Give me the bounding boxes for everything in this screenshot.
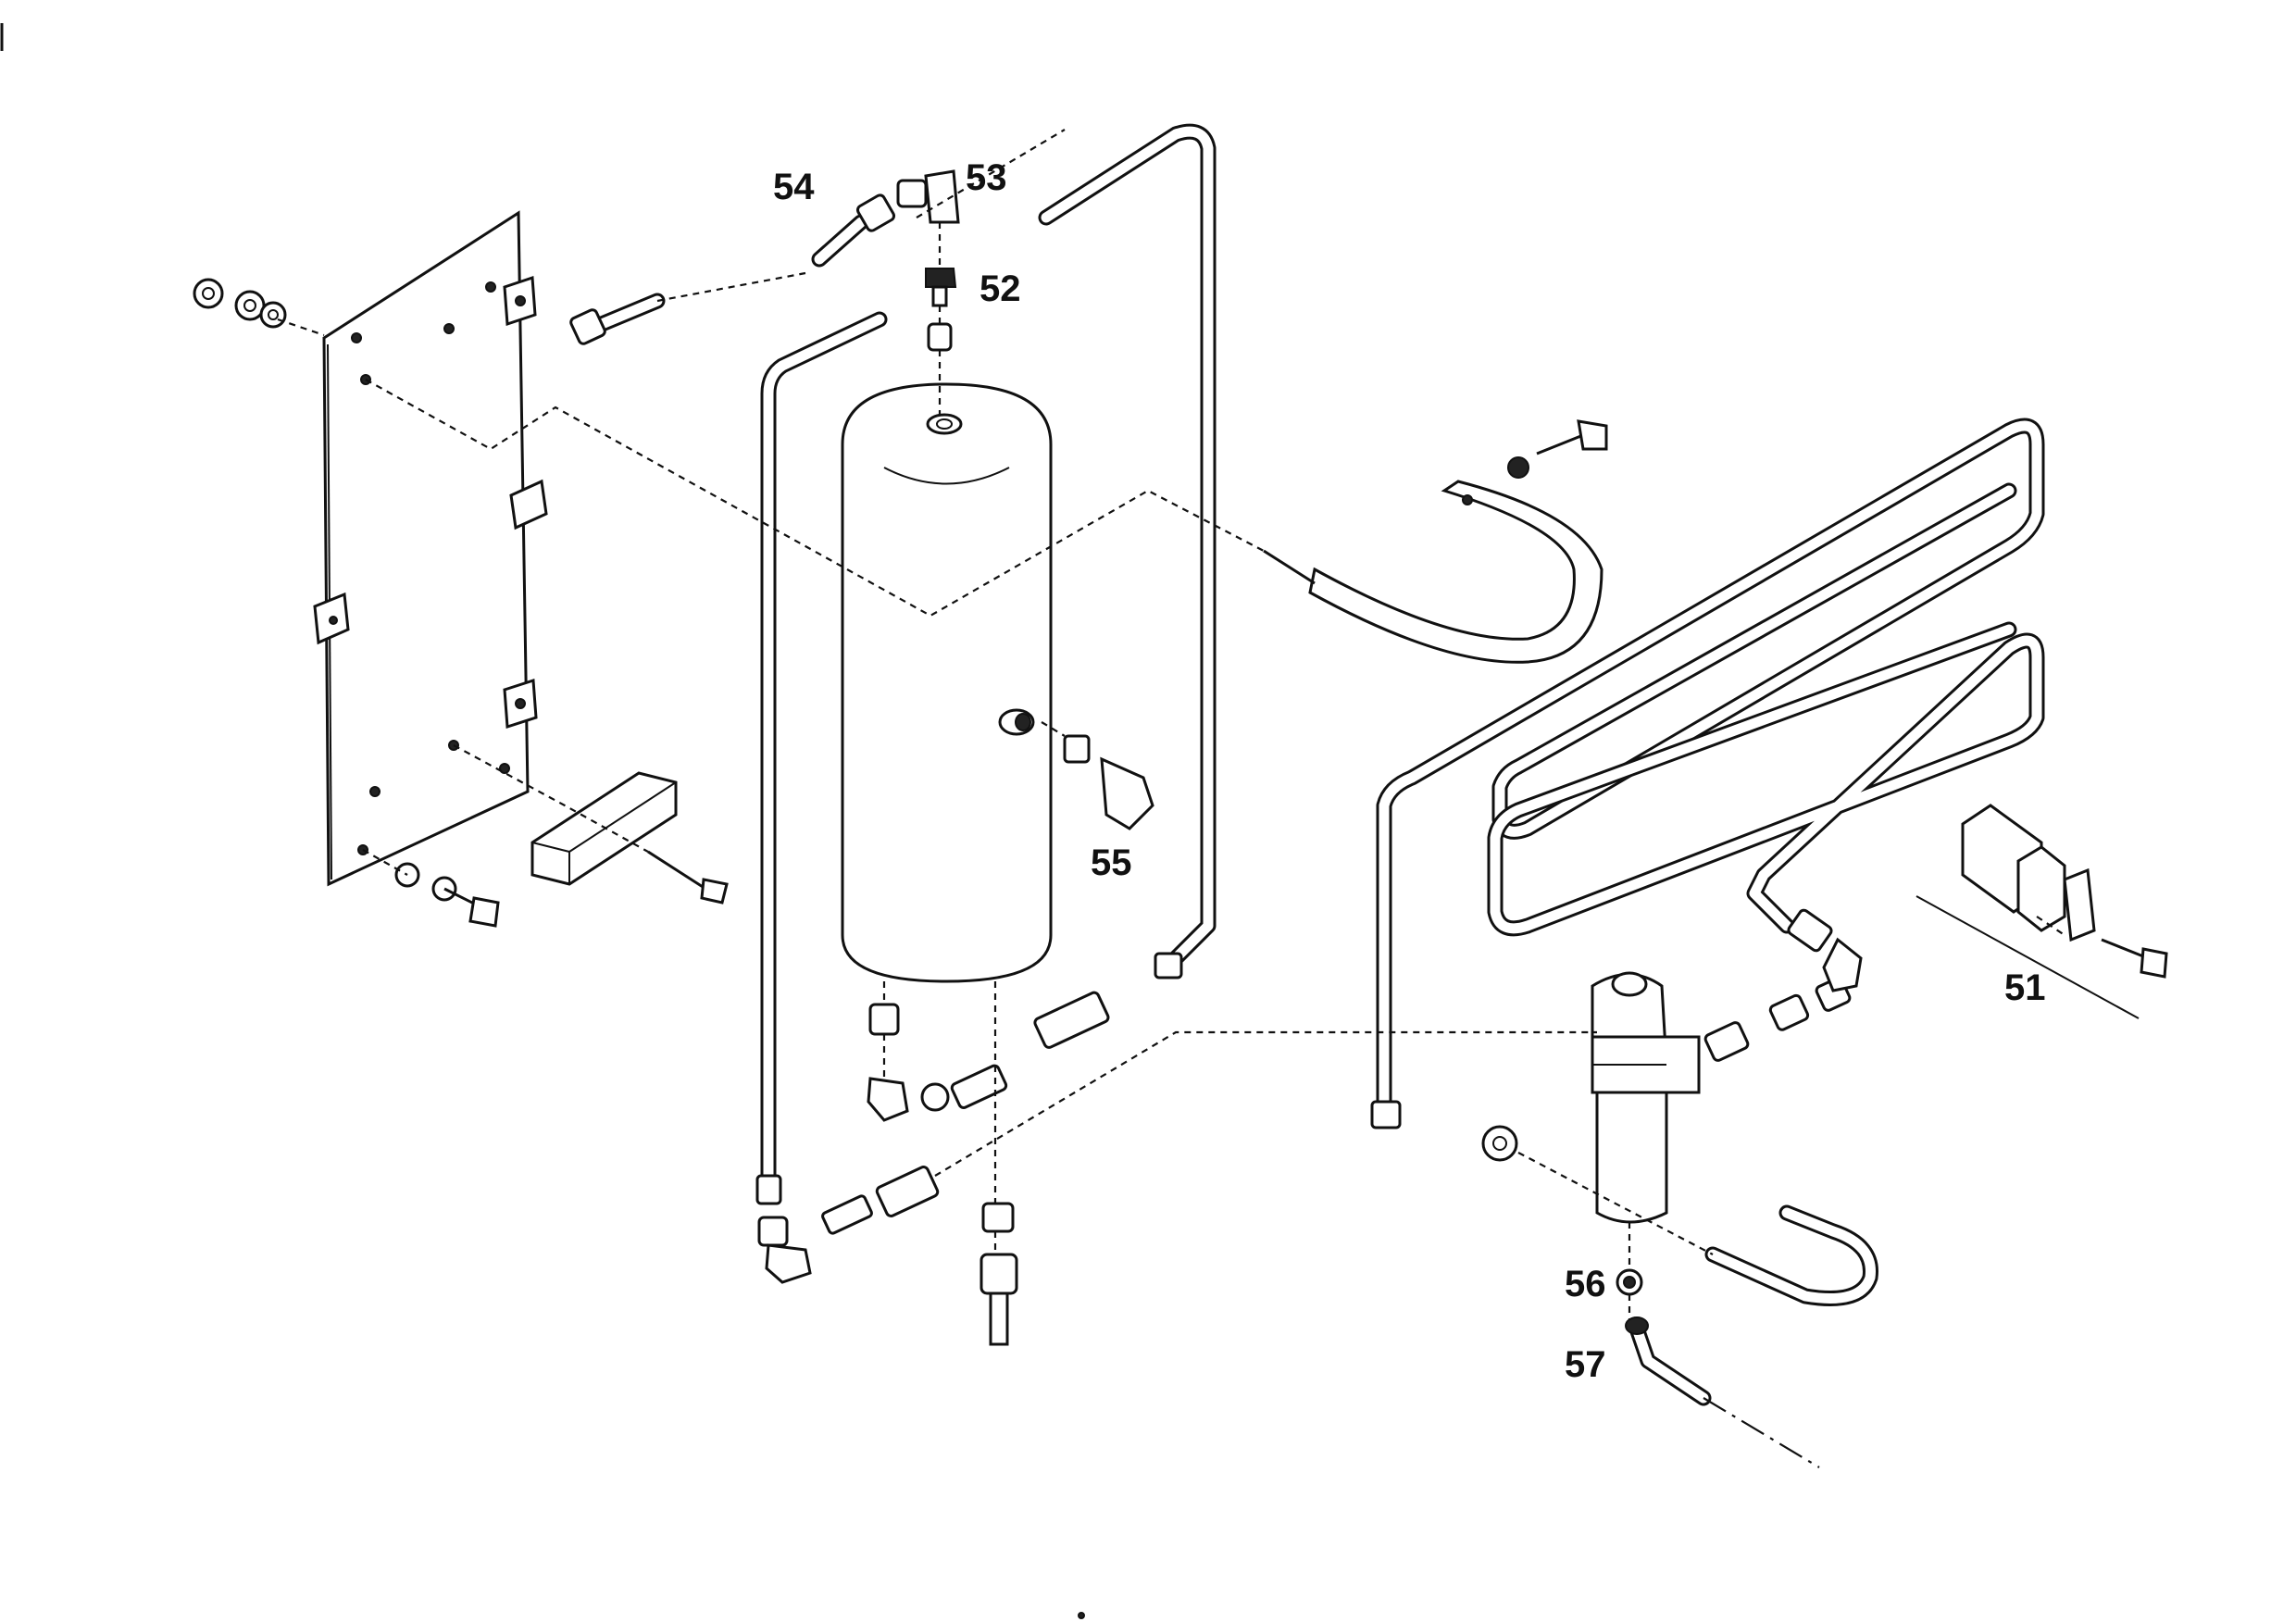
leader-lines: [277, 129, 2065, 1319]
nut-right: [1481, 1125, 1518, 1162]
part-53-elbow-fitting: [896, 169, 960, 224]
pipe-right-vertical: [1038, 123, 1217, 979]
label-53: 53: [966, 157, 1007, 198]
label-57: 57: [1565, 1344, 1606, 1385]
filter-drier-fittings: [1703, 908, 1863, 1062]
filter-drier: [1591, 971, 1701, 1224]
bolt-bottom-left: [394, 862, 500, 928]
speck-mark: [1078, 1612, 1085, 1619]
lower-tank-fittings: [867, 991, 1110, 1346]
part-51-clamp-assembly: [1915, 804, 2168, 1019]
condenser-coil-lower: [1487, 621, 2045, 937]
bolt-diagonal-left: [647, 850, 729, 905]
condenser-coil-upper: [1370, 418, 2045, 1129]
tank-strap: [1263, 480, 1603, 664]
label-52: 52: [980, 268, 1021, 309]
part-57-hose: [1625, 1316, 1820, 1468]
strap-bolt: [1507, 419, 1608, 479]
part-54-hose-fitting: [811, 193, 896, 268]
hose-top-left: [569, 293, 666, 345]
label-54: 54: [773, 167, 815, 207]
mounting-plate: [322, 210, 530, 887]
tank-top-fitting: [925, 268, 957, 352]
part-56-fitting: [1616, 1268, 1643, 1296]
label-56: 56: [1565, 1264, 1606, 1304]
air-receiver-tank: [841, 382, 1053, 983]
lower-left-fittings: [757, 1166, 940, 1284]
u-bolt: [1704, 1204, 1878, 1306]
plate-brackets: [313, 275, 548, 730]
clamp-block-bottomleft: [530, 771, 678, 886]
nut-washer-set-topleft: [193, 278, 287, 329]
label-55: 55: [1091, 842, 1132, 883]
part-55-side-fitting: [998, 708, 1154, 830]
label-51: 51: [2004, 967, 2046, 1008]
pipe-left-vertical: [755, 311, 888, 1205]
